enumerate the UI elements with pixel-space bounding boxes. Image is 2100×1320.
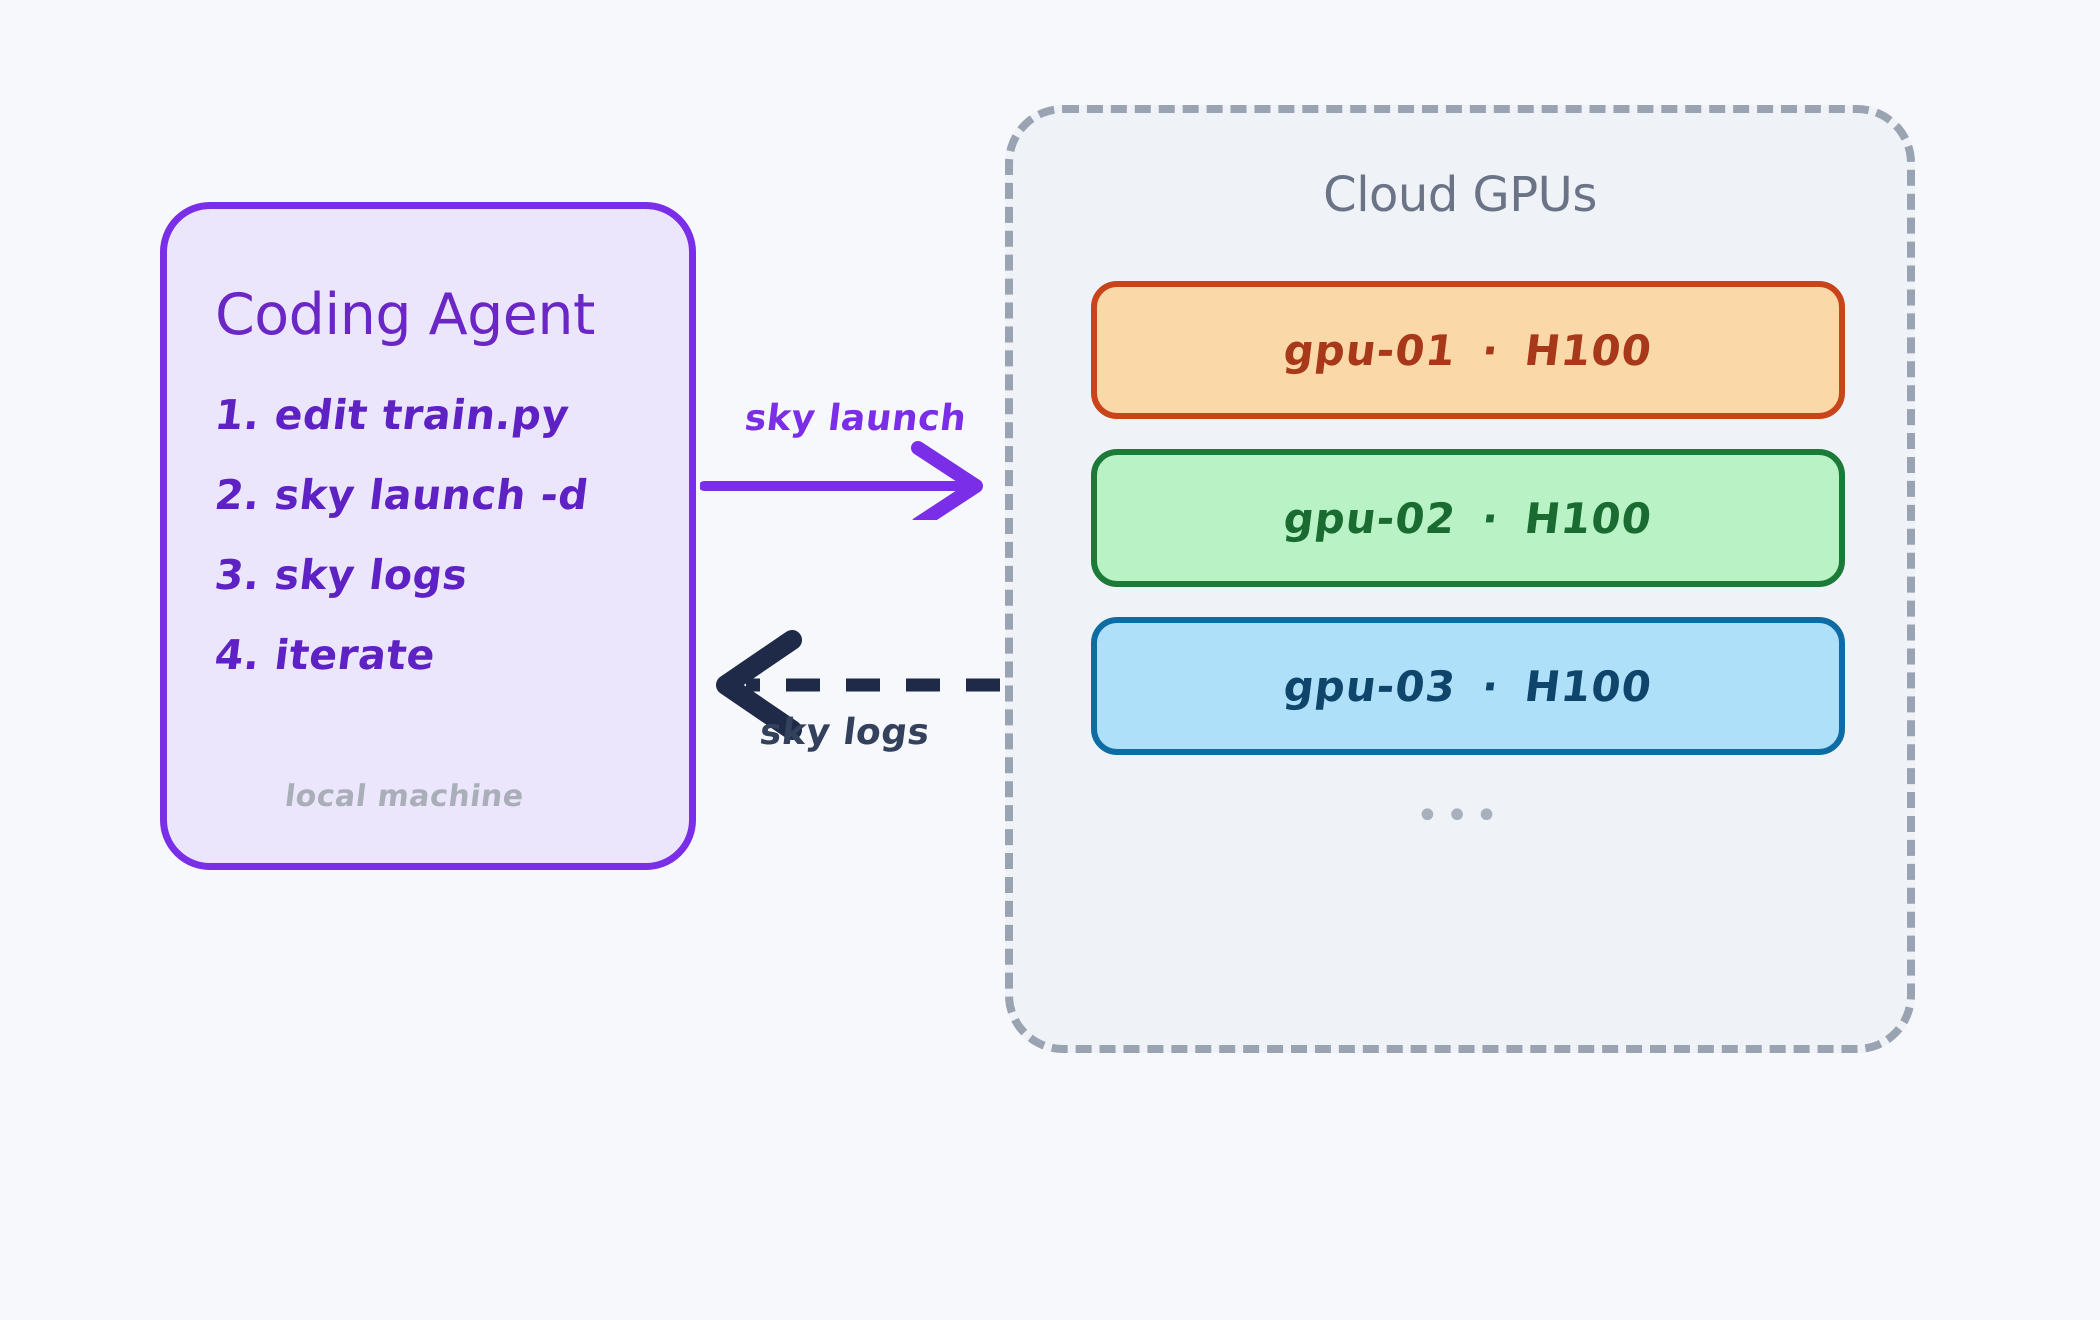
gpu-accelerator: H100 <box>1522 661 1655 711</box>
arrow-right-icon <box>699 441 983 531</box>
gpu-name: gpu-02 <box>1281 493 1460 543</box>
sky-launch-arrow <box>699 400 1000 531</box>
gpu-name: gpu-01 <box>1281 325 1460 375</box>
gpu-card[interactable]: gpu-02 · H100 <box>1091 449 1845 587</box>
cloud-gpus-container: Cloud GPUs gpu-01 · H100 gpu-02 · H100 gpu-0… <box>1005 105 1915 1053</box>
sky-logs-arrow <box>700 620 1000 750</box>
step-text: 3. sky logs <box>212 551 471 600</box>
coding-agent-card: Coding Agent 1. edit train.py 2. sky lau… <box>160 202 696 870</box>
gpu-accelerator: H100 <box>1522 325 1655 375</box>
gpu-accelerator: H100 <box>1522 493 1655 543</box>
list-item: 1. edit train.py <box>212 391 665 439</box>
gpu-card-text: gpu-02 · H100 <box>1281 493 1655 543</box>
arrow-left-dashed-icon <box>716 630 1000 740</box>
coding-agent-title: Coding Agent <box>215 282 595 348</box>
step-text: 2. sky launch -d <box>212 471 592 520</box>
gpu-card-text: gpu-01 · H100 <box>1281 325 1655 375</box>
gpu-card[interactable]: gpu-01 · H100 <box>1091 281 1845 419</box>
step-text: 4. iterate <box>212 631 439 680</box>
step-text: 1. edit train.py <box>212 391 572 439</box>
local-machine-caption: local machine <box>282 779 526 814</box>
sky-logs-label: sky logs <box>757 712 933 753</box>
gpu-name: gpu-03 <box>1281 661 1460 711</box>
gpu-separator: · <box>1479 325 1503 375</box>
gpu-card-text: gpu-03 · H100 <box>1281 661 1655 711</box>
gpu-separator: · <box>1479 661 1503 711</box>
gpu-card[interactable]: gpu-03 · H100 <box>1091 617 1845 755</box>
coding-agent-step-list: 1. edit train.py 2. sky launch -d 3. sky… <box>212 391 665 714</box>
gpu-separator: · <box>1479 493 1503 543</box>
cloud-gpus-title: Cloud GPUs <box>1323 167 1597 223</box>
list-item: 2. sky launch -d <box>212 471 665 520</box>
more-gpus-ellipsis-icon: ••• <box>1415 793 1505 839</box>
list-item: 3. sky logs <box>212 551 665 600</box>
list-item: 4. iterate <box>212 631 665 680</box>
